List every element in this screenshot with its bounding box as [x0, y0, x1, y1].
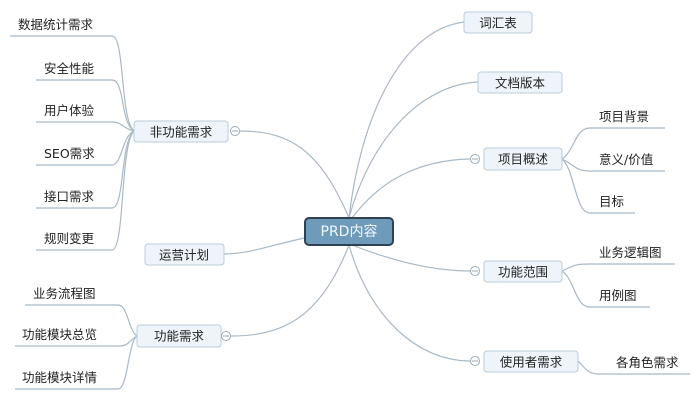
node-users[interactable]: 使用者需求 [483, 350, 579, 373]
svg-text:项目概述: 项目概述 [498, 152, 549, 167]
collapse-overview-icon[interactable] [470, 154, 480, 164]
leaf-node[interactable]: 接口需求 [44, 189, 95, 204]
collapse-functional-icon[interactable] [221, 331, 231, 341]
leaf-node[interactable]: 用例图 [599, 288, 637, 303]
collapse-scope-icon[interactable] [470, 266, 480, 276]
leaf-node[interactable]: 业务逻辑图 [599, 245, 662, 260]
svg-text:功能范围: 功能范围 [498, 265, 548, 280]
node-nonfunctional[interactable]: 非功能需求 [133, 120, 229, 143]
node-glossary[interactable]: 词汇表 [463, 11, 533, 34]
svg-text:运营计划: 运营计划 [159, 248, 209, 263]
svg-text:功能需求: 功能需求 [154, 329, 205, 344]
svg-text:使用者需求: 使用者需求 [500, 355, 563, 370]
leaf-node[interactable]: 目标 [599, 194, 624, 209]
leaf-node[interactable]: 意义/价值 [599, 152, 653, 167]
node-version[interactable]: 文档版本 [477, 71, 563, 94]
leaf-node[interactable]: 规则变更 [44, 231, 95, 246]
leaf-node[interactable]: 功能模块详情 [22, 370, 97, 385]
leaf-node[interactable]: SEO需求 [44, 146, 95, 161]
svg-text:非功能需求: 非功能需求 [150, 125, 213, 140]
leaf-node[interactable]: 用户体验 [44, 103, 95, 118]
collapse-users-icon[interactable] [470, 356, 480, 366]
leaf-node[interactable]: 项目背景 [599, 109, 649, 124]
leaf-node[interactable]: 安全性能 [44, 61, 95, 76]
leaf-node[interactable]: 功能模块总览 [22, 327, 97, 342]
leaf-node[interactable]: 各角色需求 [616, 355, 679, 370]
central-label: PRD内容 [321, 223, 378, 240]
node-functional[interactable]: 功能需求 [136, 324, 222, 348]
leaf-node[interactable]: 数据统计需求 [18, 17, 94, 32]
svg-text:文档版本: 文档版本 [495, 76, 546, 91]
central-node[interactable]: PRD内容 [304, 217, 394, 246]
svg-text:词汇表: 词汇表 [479, 16, 517, 31]
node-operations[interactable]: 运营计划 [144, 243, 225, 266]
connectors [10, 21, 690, 390]
node-overview[interactable]: 项目概述 [483, 147, 563, 171]
leaf-node[interactable]: 业务流程图 [33, 286, 96, 301]
collapse-nonfunctional-icon[interactable] [230, 126, 240, 136]
node-scope[interactable]: 功能范围 [483, 260, 563, 283]
